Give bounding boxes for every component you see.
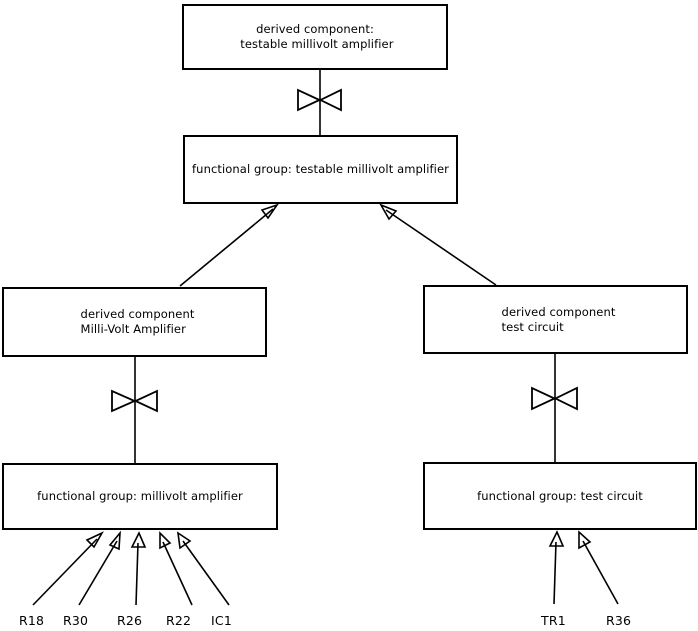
node-line-2: testable millivolt amplifier xyxy=(236,37,394,51)
node-derived-testable-millivolt-amplifier[interactable]: derived component: testable millivolt am… xyxy=(182,4,448,70)
node-line-2: Milli-Volt Amplifier xyxy=(80,322,186,336)
leaf-label-r26: R26 xyxy=(117,613,143,628)
arrow-r18-to-fg-mvamp xyxy=(32,531,104,606)
node-functional-group-test-circuit[interactable]: functional group: test circuit xyxy=(423,462,697,530)
arrow-tr1-to-fg-testcircuit xyxy=(548,530,565,605)
arrow-r22-to-fg-mvamp xyxy=(159,531,193,606)
node-line-1: derived component: xyxy=(256,22,374,36)
node-line-1: functional group: millivolt amplifier xyxy=(37,489,243,503)
node-functional-group-millivolt-amplifier[interactable]: functional group: millivolt amplifier xyxy=(2,463,278,530)
arrow-derived-testcircuit-to-fg-testable xyxy=(379,203,497,286)
leaf-label-tr1: TR1 xyxy=(541,613,566,628)
node-line-2: test circuit xyxy=(501,319,564,334)
bowtie-icon-left xyxy=(111,389,158,413)
leaf-label-r36: R36 xyxy=(606,613,632,628)
node-line-1: derived component xyxy=(80,307,195,321)
leaf-label-r18: R18 xyxy=(19,613,45,628)
arrow-r30-to-fg-mvamp xyxy=(78,530,121,606)
node-line-1: functional group: testable millivolt amp… xyxy=(192,162,449,176)
node-line-1: derived component xyxy=(501,304,616,319)
arrow-derived-mvamp-to-fg-testable xyxy=(179,203,280,287)
arrow-ic1-to-fg-mvamp xyxy=(176,531,230,606)
node-functional-group-testable-millivolt-amplifier[interactable]: functional group: testable millivolt amp… xyxy=(183,135,458,204)
bowtie-icon-right xyxy=(531,386,578,411)
node-line-1: functional group: test circuit xyxy=(477,488,643,503)
bowtie-icon-top xyxy=(297,88,342,112)
leaf-label-ic1: IC1 xyxy=(211,613,232,628)
node-functional-group-testable-millivolt-amplifier-label: functional group: testable millivolt amp… xyxy=(192,162,449,177)
arrow-r26-to-fg-mvamp xyxy=(130,531,147,606)
node-functional-group-millivolt-amplifier-label: functional group: millivolt amplifier xyxy=(37,489,243,504)
arrow-r36-to-fg-testcircuit xyxy=(578,530,619,605)
node-derived-testable-millivolt-amplifier-label: derived component: testable millivolt am… xyxy=(236,22,393,52)
leaf-label-r30: R30 xyxy=(63,613,89,628)
node-functional-group-test-circuit-label: functional group: test circuit xyxy=(477,489,643,504)
leaf-label-r22: R22 xyxy=(166,613,192,628)
